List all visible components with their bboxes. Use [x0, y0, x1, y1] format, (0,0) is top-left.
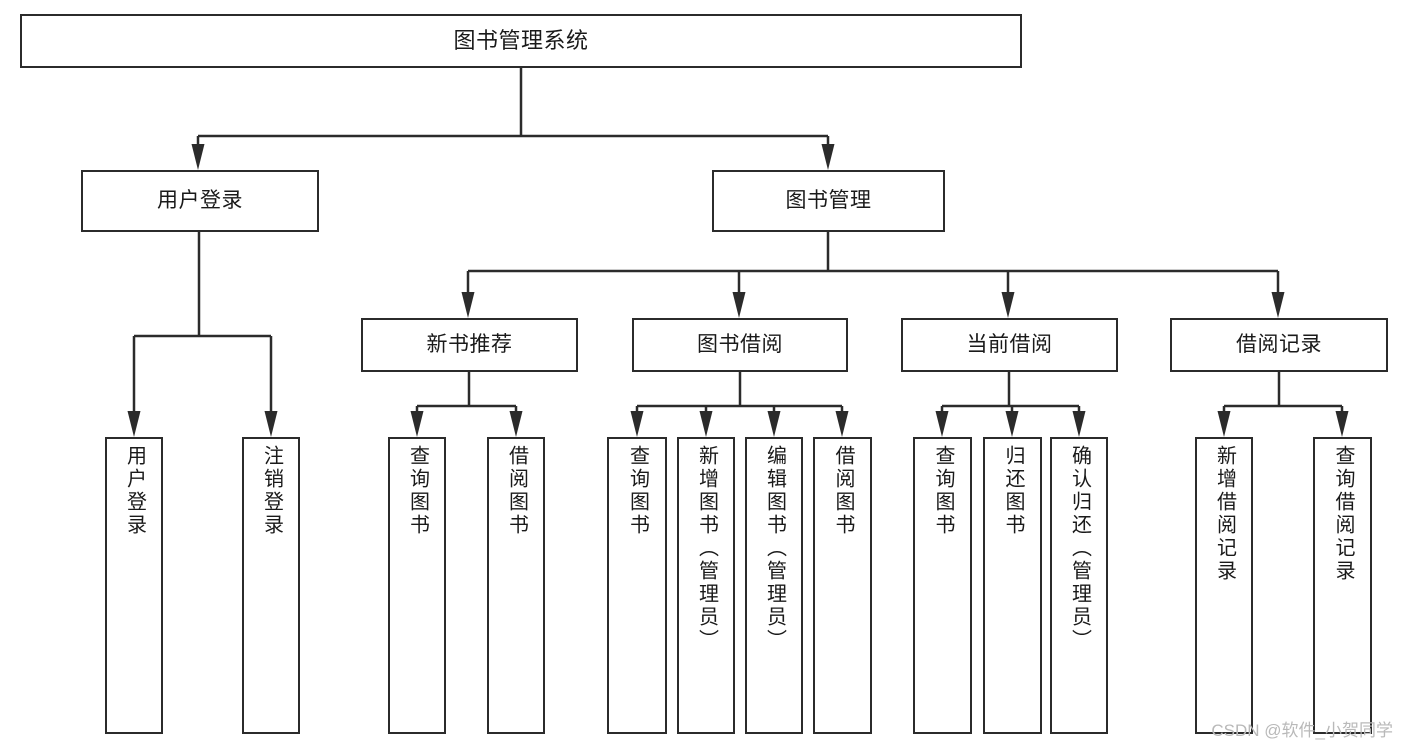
- arrow-head-icon: [821, 144, 835, 170]
- node-book-manage[interactable]: 图书管理: [712, 170, 945, 232]
- node-leaf-user-login[interactable]: 用户登录: [105, 437, 163, 734]
- arrow-head-icon: [191, 144, 205, 170]
- arrow-head-icon: [699, 411, 713, 437]
- node-leaf-borrow-book-2[interactable]: 借阅图书: [813, 437, 872, 734]
- node-leaf-query-book-2[interactable]: 查询图书: [607, 437, 667, 734]
- node-leaf-add-book-label: 新增图书（管理员）: [695, 445, 718, 652]
- watermark: CSDN @软件_小贺同学: [1211, 721, 1393, 740]
- node-book-borrow[interactable]: 图书借阅: [632, 318, 848, 372]
- node-leaf-confirm-return[interactable]: 确认归还（管理员）: [1050, 437, 1108, 734]
- arrow-head-icon: [509, 411, 523, 437]
- arrow-head-icon: [1217, 411, 1231, 437]
- arrow-head-icon: [630, 411, 644, 437]
- node-leaf-add-book[interactable]: 新增图书（管理员）: [677, 437, 735, 734]
- node-new-book-rec[interactable]: 新书推荐: [361, 318, 578, 372]
- arrow-head-icon: [732, 292, 746, 318]
- node-borrow-record-label: 借阅记录: [1236, 333, 1322, 357]
- node-leaf-query-record-label: 查询借阅记录: [1332, 445, 1354, 583]
- node-leaf-query-record[interactable]: 查询借阅记录: [1313, 437, 1372, 734]
- arrow-head-icon: [1072, 411, 1086, 437]
- node-book-borrow-label: 图书借阅: [697, 333, 783, 357]
- node-borrow-record[interactable]: 借阅记录: [1170, 318, 1388, 372]
- arrow-head-icon: [461, 292, 475, 318]
- node-leaf-query-book-2-label: 查询图书: [626, 445, 649, 537]
- node-new-book-rec-label: 新书推荐: [426, 333, 513, 357]
- node-current-borrow-label: 当前借阅: [966, 333, 1053, 357]
- node-root-label: 图书管理系统: [453, 27, 589, 53]
- arrow-head-icon: [1335, 411, 1349, 437]
- node-leaf-query-book-1[interactable]: 查询图书: [388, 437, 446, 734]
- node-leaf-query-book-3[interactable]: 查询图书: [913, 437, 972, 734]
- node-leaf-add-record-label: 新增借阅记录: [1213, 445, 1236, 583]
- arrow-head-icon: [264, 411, 278, 437]
- node-leaf-edit-book[interactable]: 编辑图书（管理员）: [745, 437, 803, 734]
- node-leaf-query-book-1-label: 查询图书: [406, 445, 429, 537]
- node-leaf-logout[interactable]: 注销登录: [242, 437, 300, 734]
- node-leaf-logout-label: 注销登录: [260, 445, 283, 537]
- node-leaf-borrow-book-1[interactable]: 借阅图书: [487, 437, 545, 734]
- node-leaf-confirm-return-label: 确认归还（管理员）: [1068, 445, 1091, 652]
- node-user-login[interactable]: 用户登录: [81, 170, 319, 232]
- node-leaf-borrow-book-2-label: 借阅图书: [832, 445, 854, 537]
- arrow-head-icon: [935, 411, 949, 437]
- node-leaf-borrow-book-1-label: 借阅图书: [505, 445, 528, 537]
- node-root[interactable]: 图书管理系统: [20, 14, 1022, 68]
- node-user-login-label: 用户登录: [157, 189, 243, 213]
- arrow-head-icon: [835, 411, 849, 437]
- node-book-manage-label: 图书管理: [785, 189, 872, 213]
- node-leaf-return-book-label: 归还图书: [1002, 445, 1024, 537]
- arrow-head-icon: [1001, 292, 1015, 318]
- node-leaf-edit-book-label: 编辑图书（管理员）: [763, 445, 786, 652]
- arrow-head-icon: [1271, 292, 1285, 318]
- arrow-head-icon: [767, 411, 781, 437]
- node-leaf-add-record[interactable]: 新增借阅记录: [1195, 437, 1253, 734]
- node-current-borrow[interactable]: 当前借阅: [901, 318, 1118, 372]
- node-leaf-query-book-3-label: 查询图书: [932, 445, 954, 537]
- arrow-head-icon: [1005, 411, 1019, 437]
- arrow-head-icon: [410, 411, 424, 437]
- arrow-head-icon: [127, 411, 141, 437]
- node-leaf-user-login-label: 用户登录: [123, 445, 146, 537]
- node-leaf-return-book[interactable]: 归还图书: [983, 437, 1042, 734]
